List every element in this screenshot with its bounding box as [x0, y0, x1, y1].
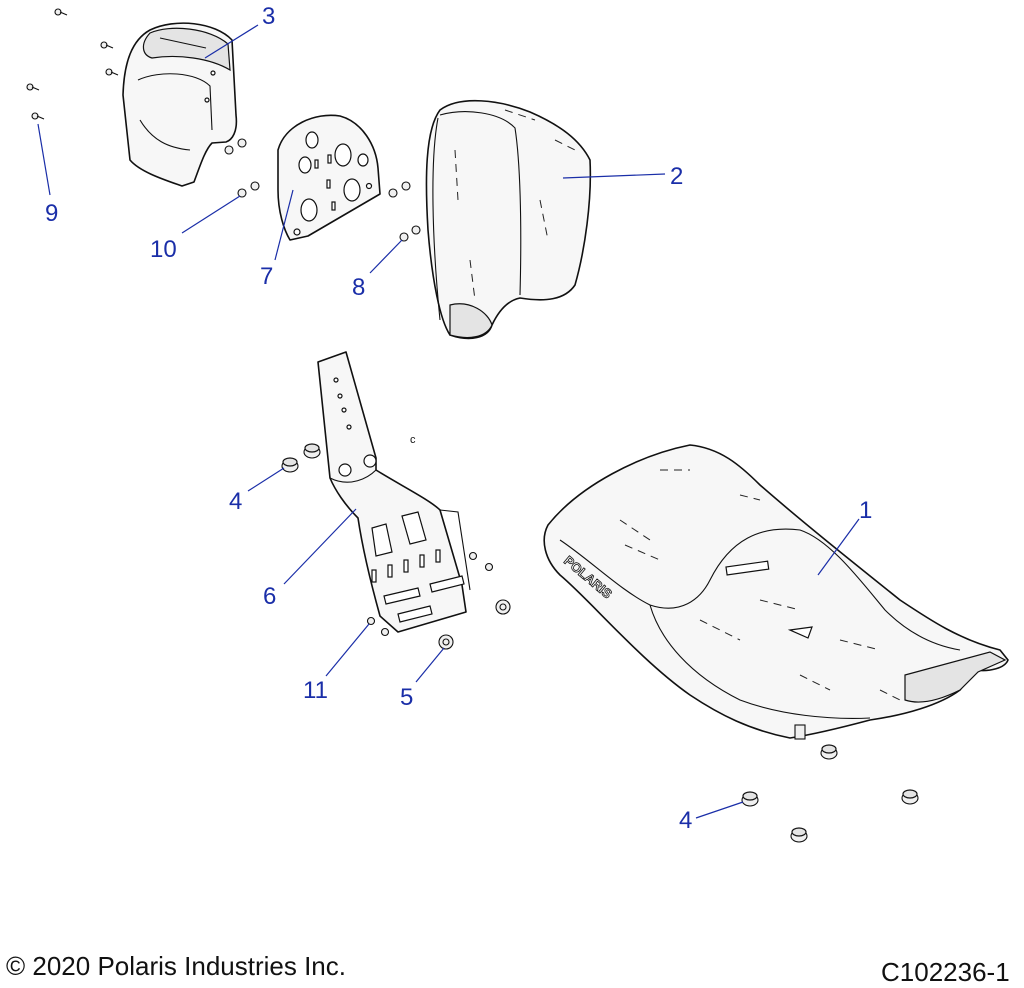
drawing-id: C102236-1	[881, 957, 1010, 987]
callout-6: 6	[263, 583, 276, 610]
callout-8: 8	[352, 274, 365, 301]
callout-10: 10	[150, 236, 177, 263]
callout-4-lower: 4	[679, 807, 692, 834]
part-8-bolts	[388, 181, 421, 242]
part-1-seat: POLARIS	[543, 444, 1009, 740]
copyright-notice: © 2020 Polaris Industries Inc.	[6, 951, 346, 981]
part-7-mounting-plate	[277, 114, 381, 241]
callout-5: 5	[400, 684, 413, 711]
part-10-nuts	[237, 181, 260, 198]
part-11-screws	[366, 551, 494, 637]
part-9-screws	[26, 8, 119, 120]
part-4-bumpers-upper	[281, 443, 321, 473]
part-5-clip-nuts	[438, 599, 511, 650]
part-2-backrest-pad	[425, 99, 592, 340]
callout-9: 9	[45, 200, 58, 227]
callout-2: 2	[670, 163, 683, 190]
part-6-support-bracket	[317, 351, 471, 633]
callout-labels: 3 2 1 4 4 5 6 7 8 9 10 11	[45, 3, 872, 834]
leader-lines	[37, 24, 860, 819]
part-3-backrest-cover	[122, 22, 238, 187]
callout-4-upper: 4	[229, 488, 242, 515]
stray-mark: c	[410, 434, 416, 446]
callout-11: 11	[303, 677, 328, 704]
callout-3: 3	[262, 3, 275, 30]
part-10-nuts-upper	[224, 138, 247, 155]
callout-1: 1	[859, 497, 872, 524]
part-4-bumpers-lower	[741, 744, 919, 843]
callout-7: 7	[260, 263, 273, 290]
